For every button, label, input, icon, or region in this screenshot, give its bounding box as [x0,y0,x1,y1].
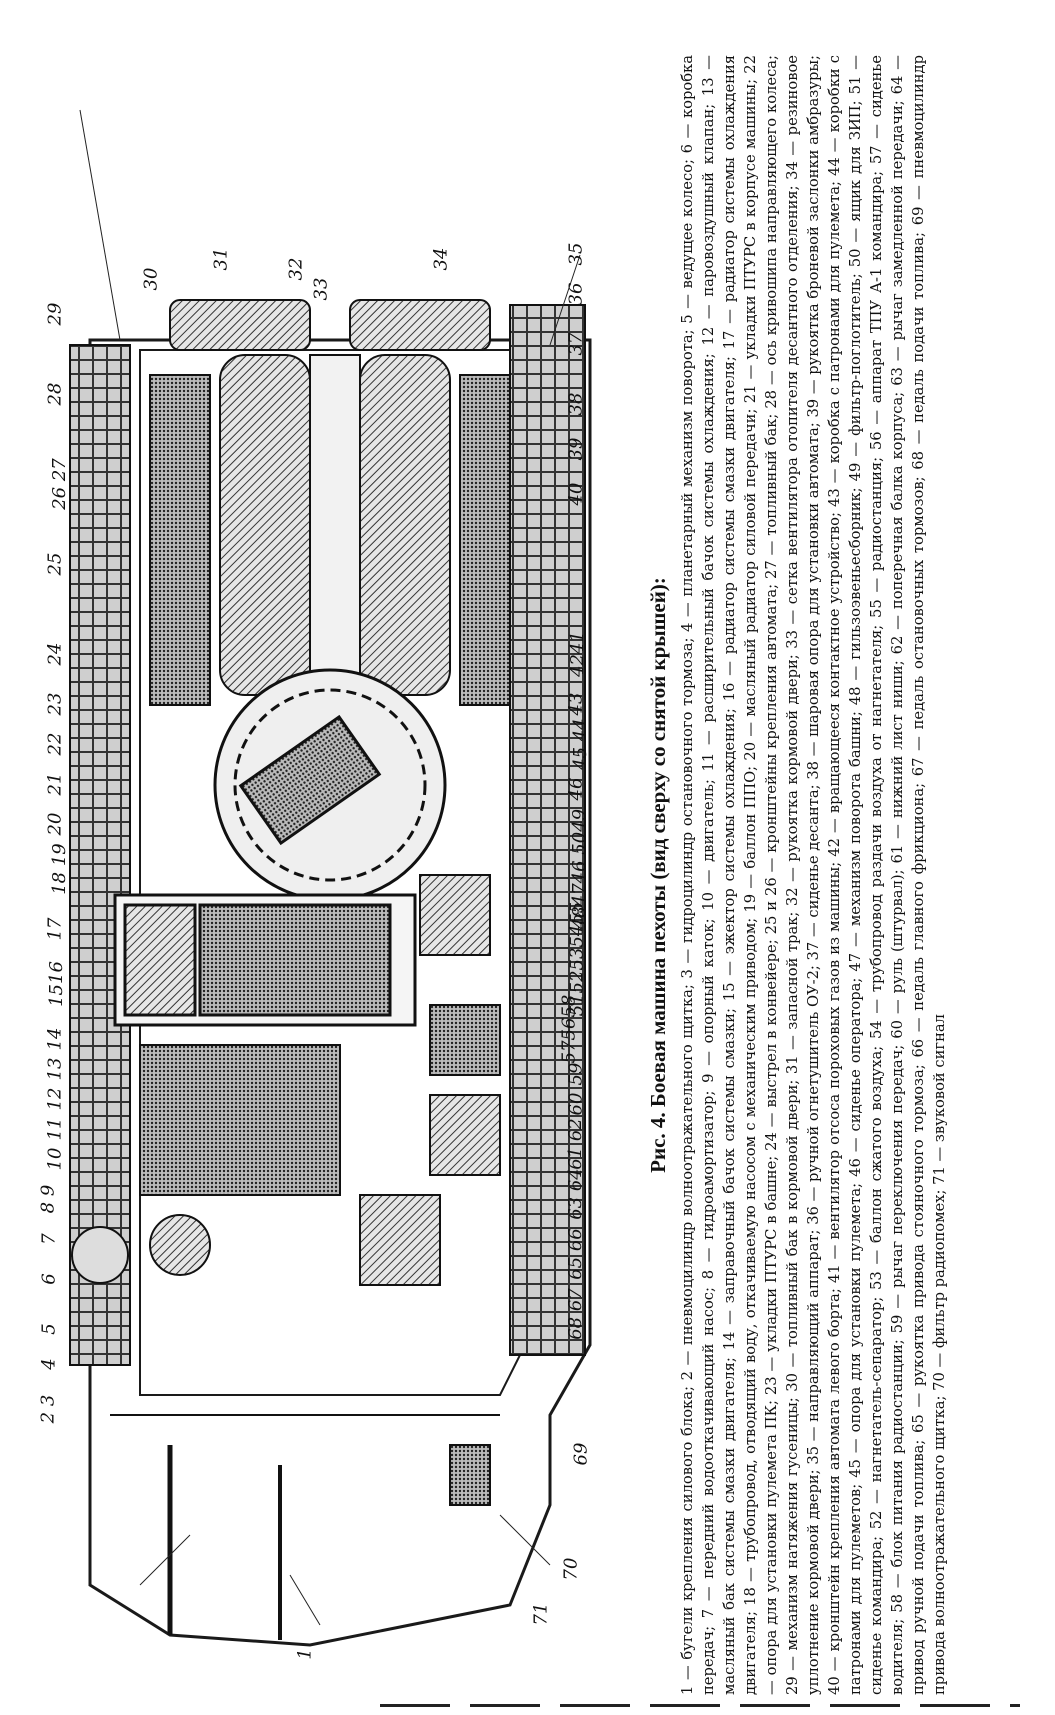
callout-21: 21 [44,772,66,796]
callout-23: 23 [44,692,66,716]
callout-36: 36 [565,282,587,306]
callout-11: 11 [44,1117,66,1141]
fuel-tank-right [359,354,451,696]
callout-24: 24 [44,642,66,666]
vehicle-top-view-drawing: 29 28 26 27 25 24 23 22 21 20 18 19 17 1… [30,45,630,1675]
callout-8-9: 8 9 [37,1184,59,1214]
callout-31: 31 [210,247,232,271]
callout-71: 71 [530,1602,552,1626]
planetary-mechanism [149,1214,211,1276]
rear-door-left [169,299,311,351]
callout-26-27: 26 27 [48,458,70,510]
gearbox [139,1044,341,1196]
rear-door-right [349,299,491,351]
figure-caption-area: Рис. 4. Боевая машина пехоты (вид сверху… [640,5,1050,1705]
callout-43: 43 [565,692,587,716]
callout-63-64: 63 64 [564,1168,586,1220]
gun-breech [238,714,382,846]
callout-29: 29 [44,302,66,326]
callout-20: 20 [44,812,66,836]
central-box [309,354,361,676]
radio-station [429,1004,501,1076]
callout-30: 30 [140,267,162,291]
callout-37: 37 [565,332,587,356]
engine-block [198,903,392,1017]
figure-legend: 1 — бугели крепления силового блока; 2 —… [679,55,948,1695]
callout-46: 46 [565,777,587,801]
vehicle-schematic [69,109,592,1647]
callout-4: 4 [38,1358,60,1370]
callout-17: 17 [44,917,66,941]
filter-absorber [419,874,491,956]
callout-10: 10 [44,1147,66,1171]
page-bottom-rule [380,1704,1020,1707]
callout-15-16: 1516 [45,961,67,1007]
callout-28: 28 [44,382,66,406]
callout-65-66: 65 66 [564,1228,586,1280]
callout-22: 22 [44,732,66,756]
compressed-air-cylinder [429,1094,501,1176]
callout-38: 38 [565,392,587,416]
callout-60: 60 [565,1092,587,1116]
troop-seats-left [149,374,211,706]
callout-5: 5 [38,1323,60,1335]
callout-56-58: 575658 [558,994,580,1064]
callout-33: 33 [310,277,332,301]
callout-44-45: 45 44 [569,718,591,770]
horn-box [449,1444,491,1506]
callout-7: 7 [38,1233,60,1245]
callout-69: 69 [570,1442,592,1466]
callout-61-62: 61 62 [564,1118,586,1170]
drive-wheel [71,1226,129,1284]
callout-59: 59 [565,1062,587,1086]
callout-12: 12 [44,1087,66,1111]
callout-70: 70 [560,1557,582,1581]
callout-1: 1 [294,1648,316,1660]
callout-6: 6 [38,1273,60,1285]
callout-2-3: 2 3 [37,1394,59,1424]
drivers-seat [359,1194,441,1286]
callout-34: 34 [430,247,452,271]
callout-32: 32 [285,257,307,281]
hull-outline [88,338,592,1647]
callout-39: 39 [565,437,587,461]
callout-18-19: 18 19 [48,843,70,895]
troop-seats-right [459,374,511,706]
callout-13: 13 [44,1057,66,1081]
fuel-tank-left [219,354,311,696]
radiator-block [123,903,197,1017]
callout-14: 14 [44,1027,66,1051]
callout-67-68: 68 67 [564,1288,586,1340]
callout-41-42: 4241 [566,631,588,677]
left-track [69,344,131,1366]
callout-35: 35 [565,242,587,266]
callout-40: 40 [565,482,587,506]
right-track [509,304,586,1356]
figure-caption: Рис. 4. Боевая машина пехоты (вид сверху… [645,55,1040,1695]
callout-25: 25 [44,552,66,576]
figure-title: Рис. 4. Боевая машина пехоты (вид сверху… [646,577,670,1173]
